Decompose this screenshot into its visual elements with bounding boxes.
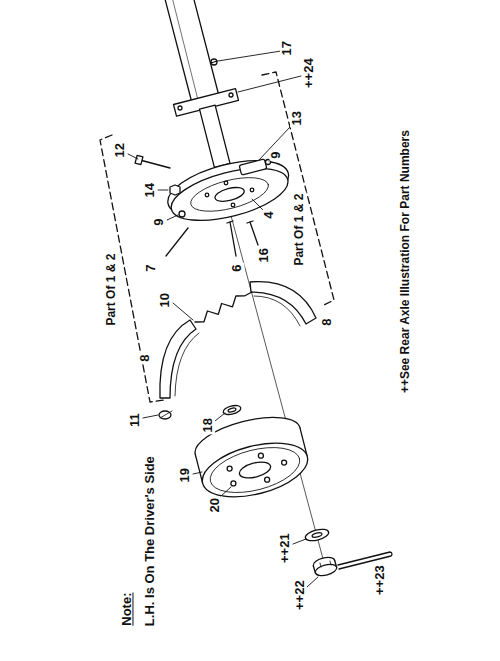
callout-number: 17 [280, 39, 294, 57]
callout-number: 13 [290, 109, 304, 127]
shoe-lining [175, 333, 199, 396]
callout-number: 8 [139, 352, 153, 363]
reference-note: ++See Rear Axle Illustration For Part Nu… [398, 128, 411, 395]
lug-stud [282, 460, 287, 465]
grease-fitting [211, 59, 217, 65]
stub-axle [200, 105, 231, 167]
washer [304, 527, 330, 543]
plate-hole [231, 203, 235, 207]
callout-number: 20 [208, 496, 222, 514]
flange-hole [178, 106, 182, 110]
bolt-head [227, 221, 233, 223]
brake-shoe [250, 282, 316, 324]
lug-stud [227, 466, 232, 471]
tube-shade [172, 0, 198, 100]
plate-hole [224, 181, 228, 185]
nut-slot [320, 563, 321, 567]
callout-number: 6 [231, 262, 245, 273]
plate-hole [250, 188, 254, 192]
pin [166, 228, 188, 256]
wheel-cylinder [239, 159, 267, 175]
callout-number: 16 [257, 246, 271, 264]
nut [170, 185, 180, 195]
callout-number: ++23 [373, 563, 387, 597]
bolt-head [135, 155, 143, 164]
callout-number: 19 [178, 466, 192, 484]
callout-number: 14 [143, 181, 157, 199]
pin-head [247, 221, 253, 223]
callout-number: 10 [158, 291, 172, 309]
note-text: L.H. Is On The Driver's Side [143, 454, 157, 628]
leader-lines [128, 51, 331, 587]
bolt [230, 222, 236, 256]
callout-number: 4 [263, 209, 277, 220]
callout-number: ++22 [293, 578, 307, 612]
washer-hole [228, 407, 237, 412]
callout-number: 12 [113, 141, 127, 159]
callout-number: 9 [153, 216, 167, 227]
flange-hole [229, 93, 233, 97]
lug-stud [265, 477, 270, 482]
plate-hole [205, 193, 209, 197]
callout-number: 18 [201, 416, 215, 434]
callout-number: ++21 [278, 531, 292, 565]
lug-stud [258, 453, 263, 458]
axle-tube [165, 0, 219, 103]
bracket-label: Part Of 1 & 2 [105, 252, 118, 328]
lug-stud [231, 481, 236, 486]
callout-number: 7 [145, 262, 159, 273]
brake-shoe [160, 320, 196, 398]
drum-ring [205, 439, 304, 501]
note-heading: Note: [121, 591, 135, 628]
drum-side [195, 454, 202, 483]
spring [195, 292, 252, 322]
nut-slot [330, 561, 331, 565]
callout-number: 8 [321, 316, 335, 327]
plate-rib [187, 171, 271, 218]
hold-down-pin [250, 222, 258, 245]
washer [222, 404, 241, 416]
clip [159, 411, 171, 419]
callout-number: 9 [270, 149, 284, 160]
retainer [179, 211, 185, 217]
shoe-lining [254, 296, 300, 326]
bracket-label: Part Of 1 & 2 [293, 192, 306, 268]
callout-number: 11 [128, 411, 142, 429]
bracket [100, 135, 164, 402]
plate-hole [214, 185, 246, 204]
grease-fitting [211, 61, 217, 63]
backing-plate [166, 158, 293, 230]
washer-hole [312, 532, 323, 538]
callout-number: ++24 [302, 56, 316, 90]
clip [160, 411, 172, 418]
castle-nut [314, 562, 338, 577]
bolt [140, 160, 170, 168]
